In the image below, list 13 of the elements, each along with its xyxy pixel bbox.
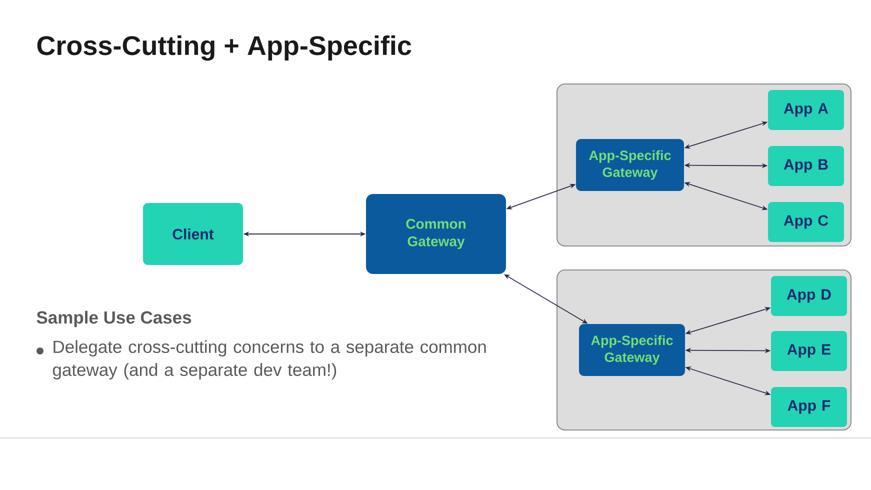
slide-title: Cross-Cutting + App-Specific (37, 35, 412, 61)
app-box: App A (768, 90, 844, 130)
gateway-box: App-Specific Gateway (576, 139, 684, 191)
app-box: App B (768, 146, 844, 186)
app-box: App E (771, 331, 847, 371)
app-box: App C (768, 202, 844, 242)
app-box: App D (771, 276, 847, 316)
section-heading: Sample Use Cases (36, 310, 192, 328)
gateway-box: App-Specific Gateway (579, 324, 685, 376)
app-box: App F (771, 387, 847, 427)
client-box: Client (143, 203, 243, 265)
bullet-text: Delegate cross-cutting concerns to a separate common gateway (and a separate dev team!) (52, 340, 486, 380)
gateway-box: Common Gateway (366, 194, 506, 274)
